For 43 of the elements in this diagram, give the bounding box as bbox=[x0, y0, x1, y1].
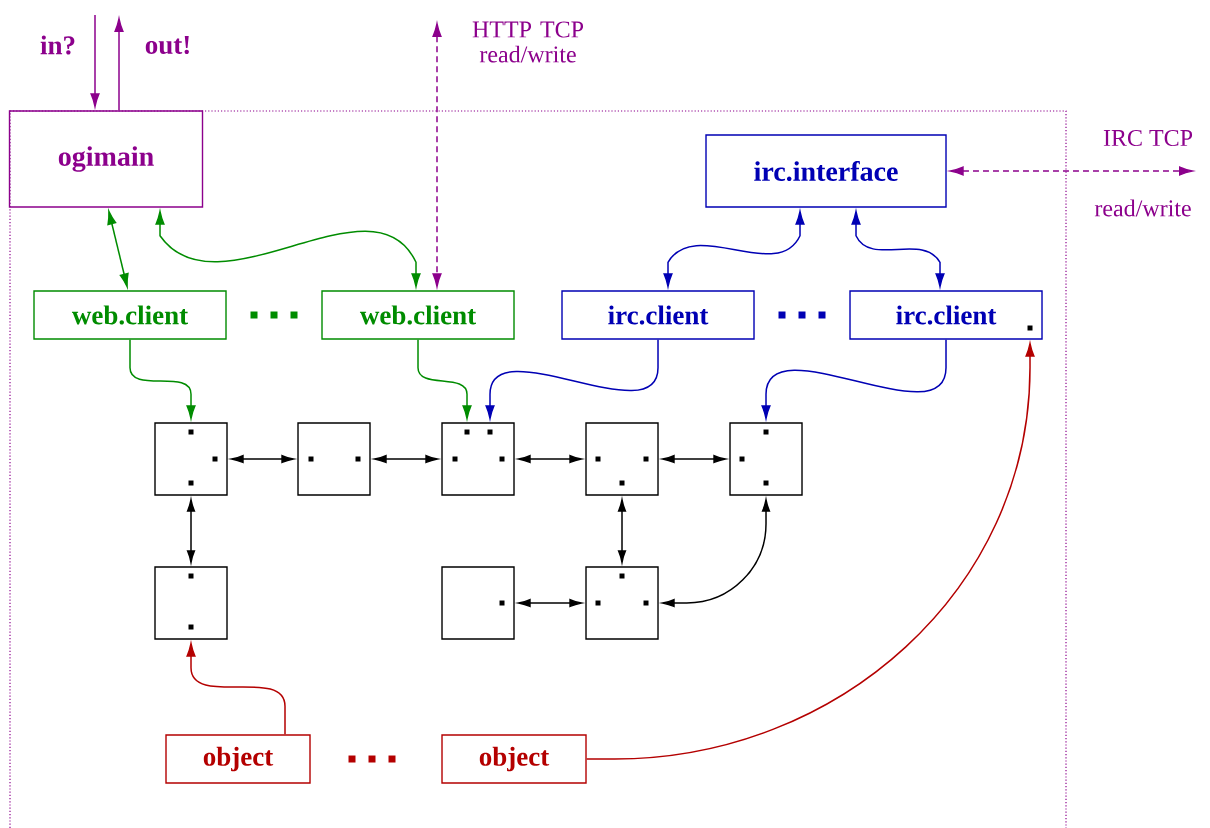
arrow bbox=[155, 210, 421, 288]
arrow bbox=[949, 166, 1193, 176]
arrow bbox=[585, 342, 1035, 760]
component-box: object bbox=[441, 734, 587, 784]
arrow bbox=[518, 598, 582, 608]
arrow bbox=[485, 338, 659, 420]
empty-box bbox=[729, 422, 803, 496]
empty-box bbox=[297, 422, 371, 496]
arrow bbox=[662, 454, 726, 464]
arrow bbox=[129, 338, 196, 420]
empty-box bbox=[585, 566, 659, 640]
edge-label: HTTP TCP read/write bbox=[472, 21, 584, 63]
arrow bbox=[662, 499, 771, 608]
arrow bbox=[231, 454, 294, 464]
arrow bbox=[107, 210, 129, 288]
connection-label: read/write bbox=[1094, 199, 1191, 217]
arrow bbox=[417, 338, 472, 420]
component-box: object bbox=[165, 734, 311, 784]
component-box: irc.interface bbox=[705, 134, 947, 208]
arrow bbox=[186, 642, 286, 736]
component-box: irc.client bbox=[561, 290, 755, 340]
arrow bbox=[90, 14, 100, 108]
empty-box bbox=[154, 422, 228, 496]
edge-label: out! bbox=[145, 35, 189, 55]
arrow bbox=[432, 23, 442, 288]
component-box: ogimain bbox=[8, 110, 204, 208]
arrow bbox=[663, 210, 805, 288]
arrow bbox=[114, 18, 124, 112]
arrow bbox=[617, 499, 627, 563]
empty-box bbox=[441, 566, 515, 640]
edge-label: IRC TCP bbox=[1103, 129, 1193, 147]
edge-label: in? bbox=[40, 35, 75, 55]
arrow bbox=[186, 499, 196, 563]
empty-box bbox=[585, 422, 659, 496]
component-box: web.client bbox=[321, 290, 515, 340]
empty-box bbox=[154, 566, 228, 640]
arrow bbox=[518, 454, 582, 464]
arrow bbox=[374, 454, 438, 464]
component-box: web.client bbox=[33, 290, 227, 340]
arrow bbox=[851, 210, 945, 288]
empty-box bbox=[441, 422, 515, 496]
arrow bbox=[761, 338, 947, 420]
component-box: irc.client bbox=[849, 290, 1043, 340]
